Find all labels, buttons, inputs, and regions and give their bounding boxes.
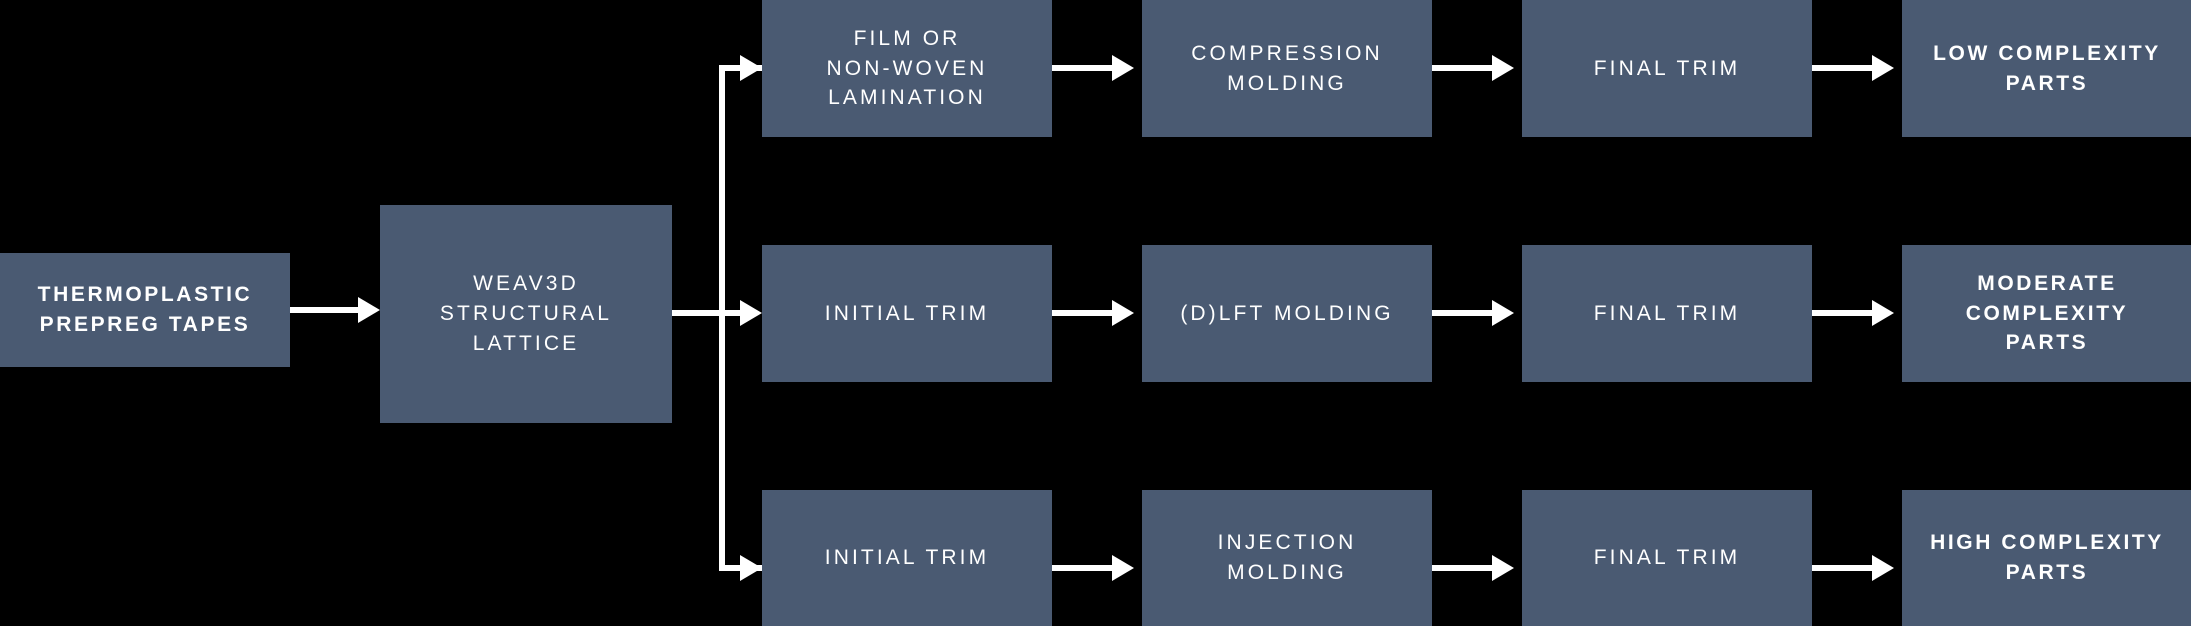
node-middle-final-trim[interactable]: FINAL TRIM xyxy=(1522,245,1812,382)
connector-fork-trunk xyxy=(719,65,725,571)
arrow-right-icon-mid-3-4 xyxy=(1872,300,1894,326)
arrow-right-icon-source-to-lattice xyxy=(358,297,380,323)
arrow-right-icon-top-1-2 xyxy=(1112,55,1134,81)
connector-mid-3-4-line xyxy=(1812,310,1872,316)
node-label: INJECTION MOLDING xyxy=(1217,531,1357,584)
node-middle-moderate-complexity-parts[interactable]: MODERATE COMPLEXITY PARTS xyxy=(1902,245,2191,382)
arrow-right-icon-bot-3-4 xyxy=(1872,555,1894,581)
connector-top-3-4-line xyxy=(1812,65,1872,71)
connector-bot-1-2-line xyxy=(1052,565,1112,571)
arrow-right-icon-top-2-3 xyxy=(1492,55,1514,81)
node-top-film-or-nonwoven-lamination[interactable]: FILM OR NON-WOVEN LAMINATION xyxy=(762,0,1052,137)
node-label: MODERATE COMPLEXITY PARTS xyxy=(1965,271,2129,355)
node-bottom-injection-molding[interactable]: INJECTION MOLDING xyxy=(1142,490,1432,626)
connector-source-to-lattice-line xyxy=(290,307,358,313)
connector-mid-1-2-line xyxy=(1052,310,1112,316)
connector-lattice-to-fork-line xyxy=(672,310,744,316)
node-label: INITIAL TRIM xyxy=(824,546,990,570)
node-label: COMPRESSION MOLDING xyxy=(1191,41,1383,95)
node-label: FINAL TRIM xyxy=(1593,301,1741,325)
connector-bot-3-4-line xyxy=(1812,565,1872,571)
connector-top-1-2-line xyxy=(1052,65,1112,71)
node-top-final-trim[interactable]: FINAL TRIM xyxy=(1522,0,1812,137)
connector-mid-2-3-line xyxy=(1432,310,1492,316)
arrow-right-icon-fork-to-top xyxy=(740,55,762,81)
node-label: HIGH COMPLEXITY PARTS xyxy=(1930,531,2164,584)
node-label: (D)LFT MOLDING xyxy=(1180,301,1394,325)
node-label: LOW COMPLEXITY PARTS xyxy=(1933,41,2161,95)
node-bottom-initial-trim[interactable]: INITIAL TRIM xyxy=(762,490,1052,626)
node-bottom-final-trim[interactable]: FINAL TRIM xyxy=(1522,490,1812,626)
node-label: INITIAL TRIM xyxy=(824,301,990,325)
arrow-right-icon-fork-to-middle xyxy=(740,300,762,326)
connector-bot-2-3-line xyxy=(1432,565,1492,571)
node-label: FILM OR NON-WOVEN LAMINATION xyxy=(826,26,988,110)
node-middle-dlft-molding[interactable]: (D)LFT MOLDING xyxy=(1142,245,1432,382)
arrow-right-icon-bot-1-2 xyxy=(1112,555,1134,581)
node-middle-initial-trim[interactable]: INITIAL TRIM xyxy=(762,245,1052,382)
node-top-compression-molding[interactable]: COMPRESSION MOLDING xyxy=(1142,0,1432,137)
node-weav3d-structural-lattice[interactable]: WEAV3D STRUCTURAL LATTICE xyxy=(380,205,672,423)
node-label: FINAL TRIM xyxy=(1593,546,1741,570)
arrow-right-icon-top-3-4 xyxy=(1872,55,1894,81)
arrow-right-icon-mid-1-2 xyxy=(1112,300,1134,326)
node-label: THERMOPLASTIC PREPREG TAPES xyxy=(37,283,253,336)
node-label: FINAL TRIM xyxy=(1593,56,1741,80)
node-thermoplastic-prepreg-tapes[interactable]: THERMOPLASTIC PREPREG TAPES xyxy=(0,253,290,367)
arrow-right-icon-bot-2-3 xyxy=(1492,555,1514,581)
connector-top-2-3-line xyxy=(1432,65,1492,71)
node-top-low-complexity-parts[interactable]: LOW COMPLEXITY PARTS xyxy=(1902,0,2191,137)
arrow-right-icon-mid-2-3 xyxy=(1492,300,1514,326)
node-label: WEAV3D STRUCTURAL LATTICE xyxy=(439,272,613,355)
arrow-right-icon-fork-to-bottom xyxy=(740,555,762,581)
node-bottom-high-complexity-parts[interactable]: HIGH COMPLEXITY PARTS xyxy=(1902,490,2191,626)
